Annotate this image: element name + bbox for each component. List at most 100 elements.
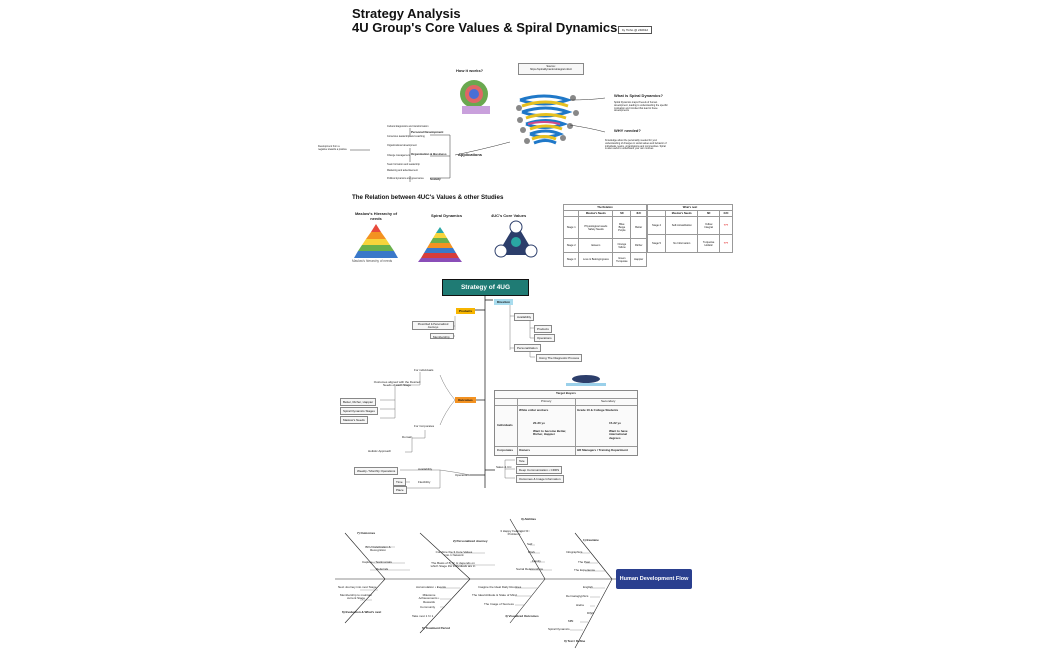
relation-cell: Love & Belongingness xyxy=(578,252,614,267)
relation-cell: Green Turquoise xyxy=(612,252,632,267)
relation-cell: Physiological needs Safety Needs xyxy=(578,216,614,239)
bone-abilities: 3) Abilities xyxy=(521,517,537,521)
time-node: Time xyxy=(393,478,406,486)
relation-cell: Happier xyxy=(630,252,647,267)
sales-item: Deep Communication • CRRS xyxy=(516,466,563,474)
next-cell: Stage 5 xyxy=(646,234,667,253)
flexibility-node: Flexibility xyxy=(418,480,431,484)
source-link[interactable]: Source: https://spiraldynamicsintegral.n… xyxy=(518,63,584,75)
target-table: Target Buyers Primary Secondary Individu… xyxy=(494,390,638,456)
outcomes-aligned: Outcomes aligned with the Desired Needs … xyxy=(373,380,421,388)
bone-outcomes: 7) Outcomes xyxy=(357,531,376,535)
bone-item: Membership to maintain current Stage xyxy=(340,593,373,601)
next-cell: ??? xyxy=(718,234,734,253)
author-badge: by Tinho @ 240912 xyxy=(618,26,653,34)
bone-item: Take next 1 hr 1 xyxy=(412,614,434,618)
bone-item: Infographics xyxy=(566,550,583,554)
bone-item: MBI xyxy=(568,619,574,623)
maslow-title: Maslow's Hierarchy of needs xyxy=(354,211,398,221)
core-values-title: 4UC's Core Values xyxy=(491,213,527,218)
next-cell: No Information xyxy=(665,234,699,253)
sales-item: Tele xyxy=(516,457,528,465)
relation-cell: Richer xyxy=(630,238,647,253)
secondary-ind: Want to have international degrees xyxy=(609,429,628,440)
bone-visualized: 4) Visualized Outcomes xyxy=(505,614,539,618)
bone-treatment: 5) Treatment Period xyxy=(422,626,451,630)
bone-item: Dermatoglyphics xyxy=(566,594,589,598)
outcomes-node: Outcomes xyxy=(455,397,476,403)
place-node: Place xyxy=(393,486,407,494)
app-society-item: Political dynamics and governance xyxy=(387,177,424,180)
availability-operations: Operations xyxy=(534,334,555,342)
bone-examine: 1) Examine xyxy=(583,538,599,542)
app-personal-item: Cultural diagnostics and transformation xyxy=(387,125,429,128)
relation-cell: Blue Beige Purple xyxy=(612,216,632,239)
next-cell: Turquoise Holistic xyxy=(697,234,720,253)
availability2-node: Availability xyxy=(418,467,433,471)
relation-cell: Better xyxy=(630,216,647,239)
for-corporates: For Corporates xyxy=(414,424,435,428)
primary-ind: White collar workers xyxy=(519,408,549,412)
app-org-item: Team formation and leadership xyxy=(387,163,420,166)
bone-journey: 2) Personalized Journey xyxy=(453,539,488,543)
bone-item: Social Relationships xyxy=(516,567,544,571)
why-needed-text: Knowledge about the personality needed f… xyxy=(605,139,667,151)
domain-node: Domain xyxy=(402,435,413,439)
relation-cell: Esteem xyxy=(578,238,614,253)
bone-item: Next Journey into next Stage xyxy=(338,585,377,589)
app-org-item: Organizational development xyxy=(387,144,417,147)
products-node: Products xyxy=(456,308,476,314)
next-cell: Stage 4 xyxy=(646,216,667,235)
app-society: Society xyxy=(430,177,441,181)
bone-item: The Ideal Attitude & State of Mind xyxy=(472,593,517,597)
bone-item: 3 Happy Feelings / 3 Problems xyxy=(500,529,528,537)
secondary-ind: 15-22 yo xyxy=(609,421,622,425)
left-note: Development from a negative towards a po… xyxy=(318,145,347,151)
next-cell: ??? xyxy=(718,216,734,235)
holistic-node: Holistic Approach xyxy=(368,449,392,453)
bone-item: English xyxy=(583,585,593,589)
bone-item: The Experience xyxy=(574,568,596,572)
weekly-ops: Weekly / Monthly Operations xyxy=(354,467,399,475)
personalization-node: Personalization xyxy=(514,344,541,352)
primary-ind: Want to become Better, Richer, Happier xyxy=(533,429,567,437)
page-title: Strategy Analysis xyxy=(352,6,461,21)
primary-corp: Owners xyxy=(519,448,531,452)
spiral-graphic xyxy=(516,94,579,145)
app-org-item: Change management xyxy=(387,154,410,157)
bone-item: Accumulation • Events xyxy=(416,585,446,589)
secondary-corp: HR Managers / Training Department xyxy=(577,448,628,452)
bone-item: DISC xyxy=(587,611,595,615)
page-subtitle: 4U Group's Core Values & Spiral Dynamics xyxy=(352,20,618,35)
bone-item: The Basis of B, R, H depends on which St… xyxy=(430,561,476,569)
next-cell: Self-Actualization xyxy=(665,216,699,235)
next-cell: Yellow Integral xyxy=(697,216,720,235)
stage-item: Better, Richer, Happier xyxy=(340,398,377,406)
target-title: Target Buyers xyxy=(556,391,576,395)
products-membership: Membership xyxy=(430,333,454,339)
relation-cell: Stage 1 xyxy=(562,216,580,239)
bone-item: Community xyxy=(420,605,436,609)
target-col-secondary: Secondary xyxy=(601,399,616,403)
relation-cell: Stage 2 xyxy=(562,238,580,253)
bone-item: The Image of Success xyxy=(484,602,514,606)
target-col-primary: Primary xyxy=(541,399,552,403)
fishbone-spine xyxy=(335,518,632,649)
bone-item: Combine the 3 Core Values into 1 Network xyxy=(435,550,473,558)
core-values-triangle xyxy=(494,220,538,258)
secondary-ind: Grade 10 & College Students xyxy=(577,408,619,412)
products-journeys: Prescribed & Personalized Journeys xyxy=(412,321,454,330)
bone-item: BKU Celebration & Recognition xyxy=(365,545,391,553)
app-personal-item: Conscious leadership and coaching xyxy=(387,135,425,138)
app-personal: Personal Development xyxy=(411,130,444,134)
target-individuals: Individuals xyxy=(497,423,513,427)
spiral-pyramid xyxy=(418,227,462,262)
relation-cell: Orange Yellow xyxy=(612,238,632,253)
spiral-title: Spiral Dynamics xyxy=(431,213,463,218)
relation-cell: Stage 3 xyxy=(562,252,580,267)
bone-item: Work xyxy=(528,550,535,554)
bone-item: Capture • Testimonials xyxy=(362,560,392,564)
availability-products: Products xyxy=(534,325,552,333)
maslow-caption: Maslow's hierarchy of needs xyxy=(352,259,393,263)
